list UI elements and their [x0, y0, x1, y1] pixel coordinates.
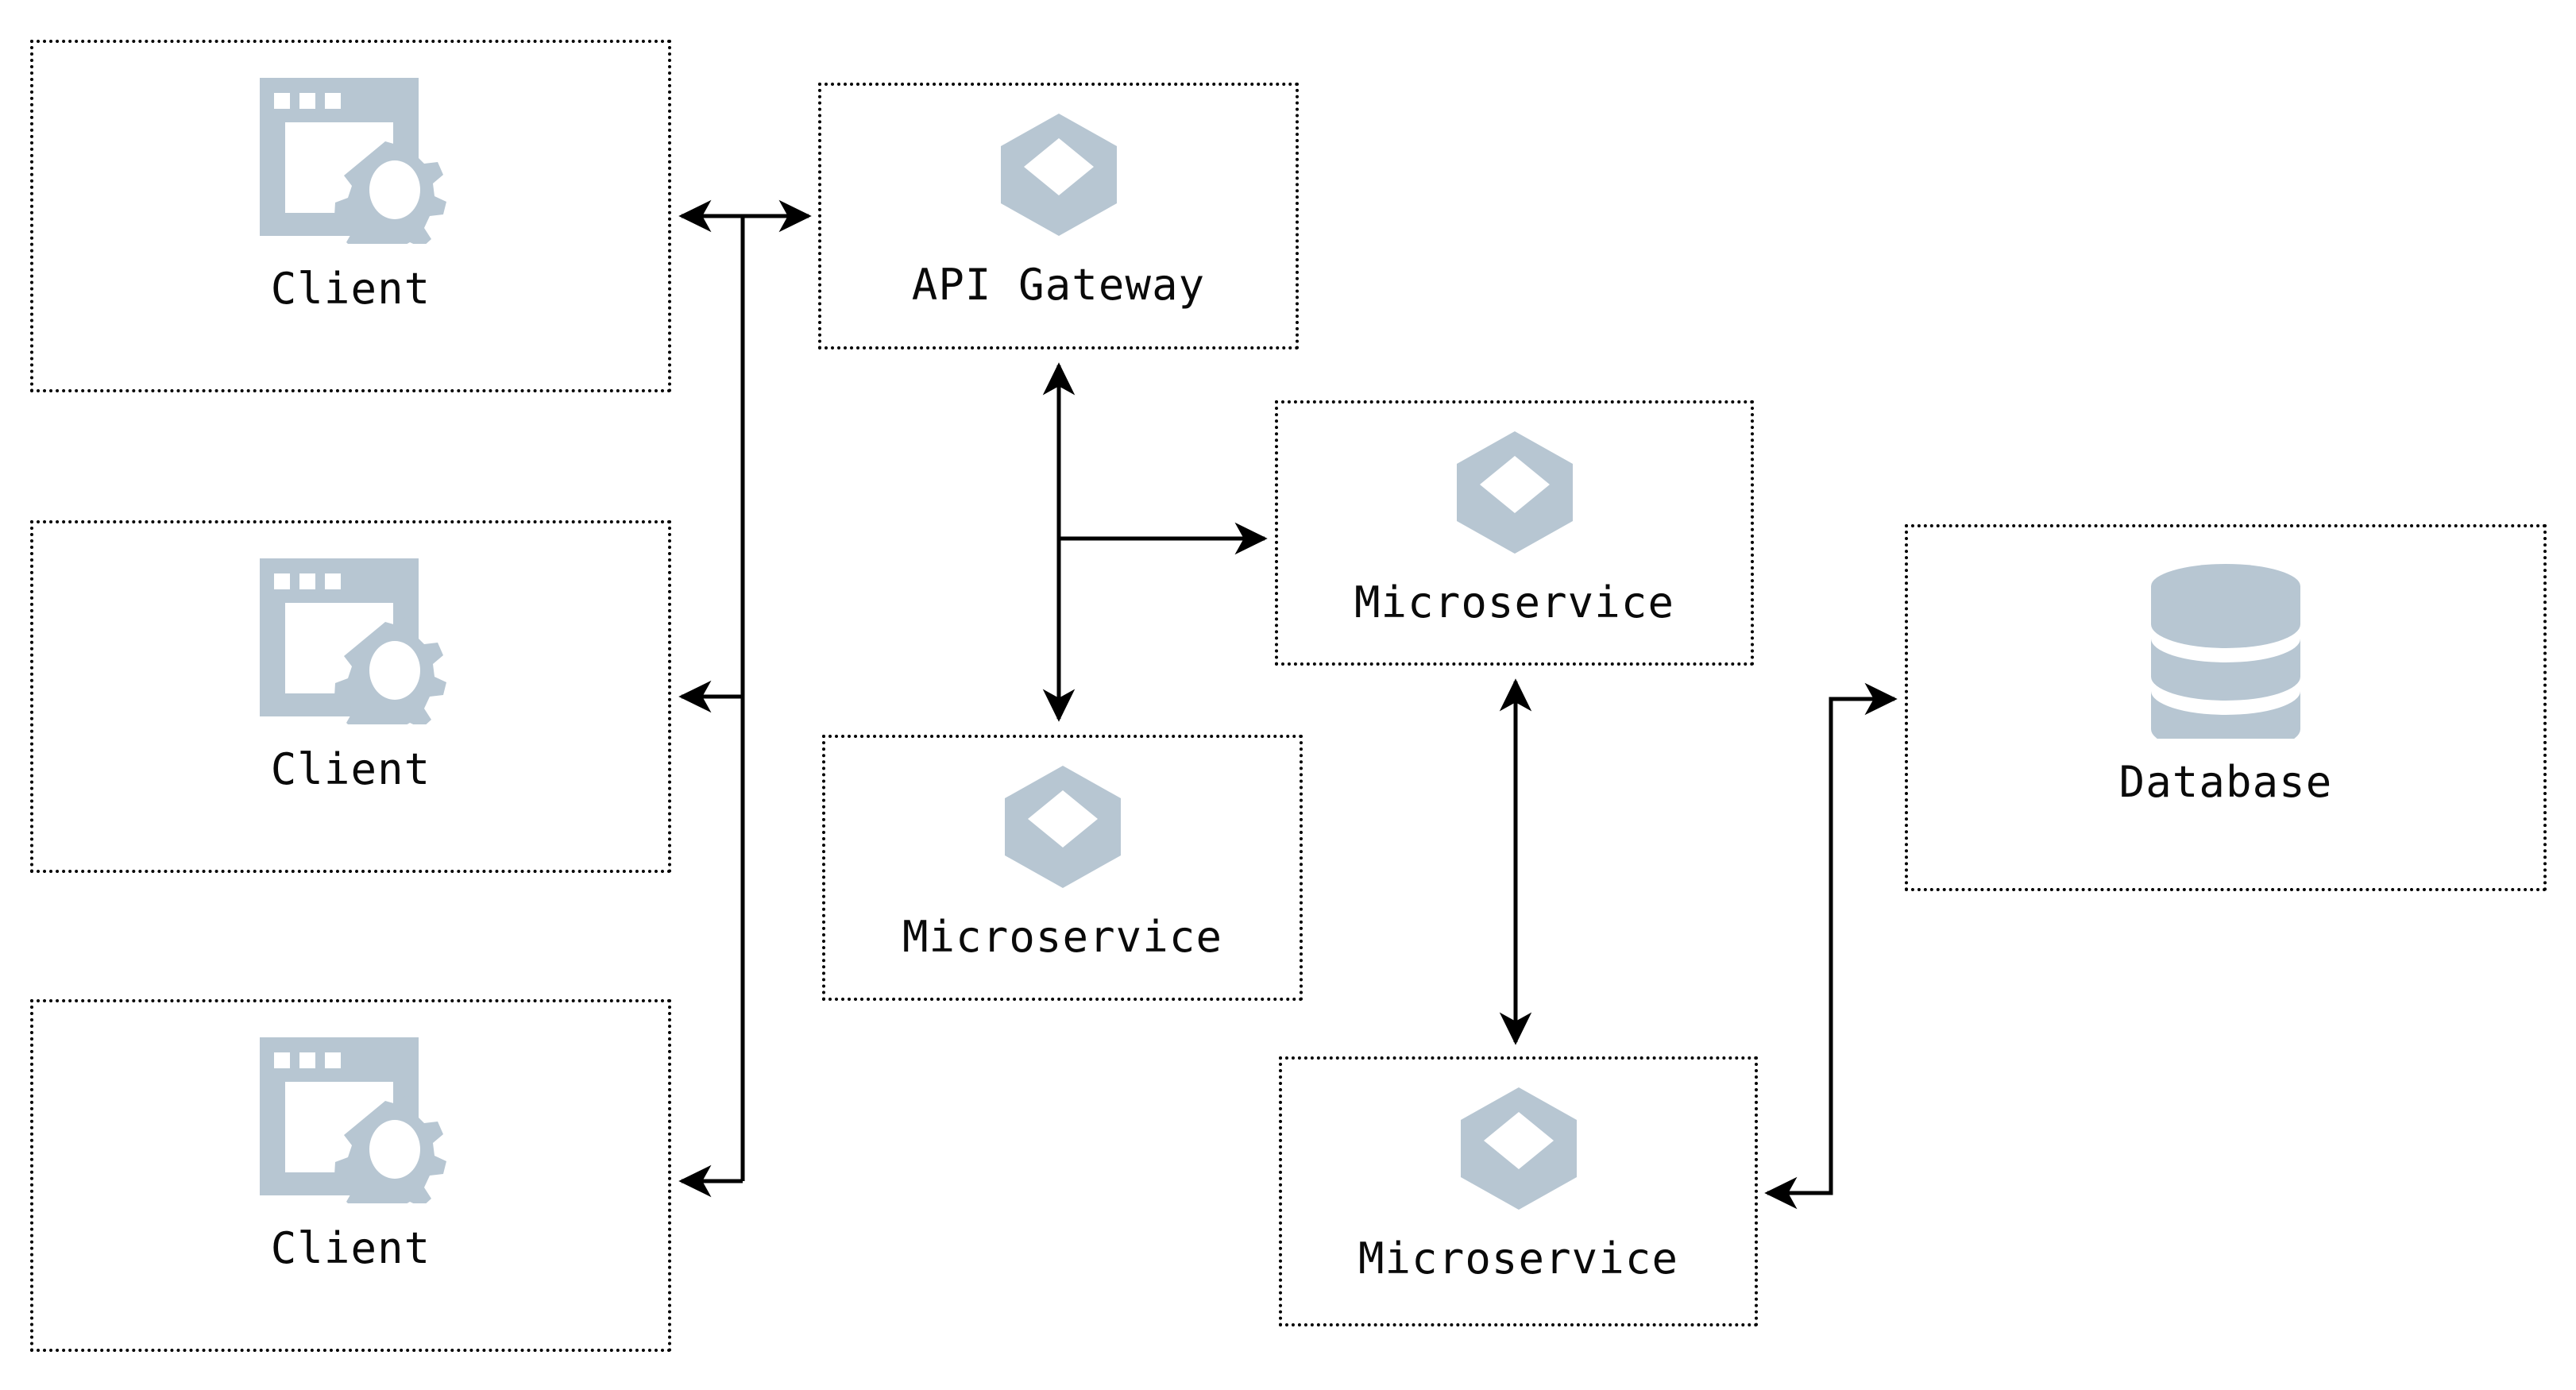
cube-hexagon-icon	[997, 111, 1121, 241]
node-label: Client	[270, 1223, 431, 1273]
node-label: Microservice	[1358, 1234, 1679, 1284]
cube-hexagon-icon	[1453, 429, 1577, 559]
cube-hexagon-icon	[1457, 1085, 1581, 1215]
browser-window-gear-icon	[252, 73, 450, 262]
node-database[interactable]: Database	[1905, 524, 2547, 891]
node-client-3[interactable]: Client	[30, 999, 671, 1352]
node-label: Client	[270, 264, 431, 314]
node-client-1[interactable]: Client	[30, 40, 671, 392]
node-label: Database	[2118, 757, 2333, 807]
edge-client-bus	[678, 199, 812, 1198]
edge-gateway-services	[1042, 362, 1268, 722]
node-microservice-1[interactable]: Microservice	[1275, 400, 1754, 666]
browser-window-gear-icon	[252, 554, 450, 743]
node-label: Microservice	[1354, 577, 1675, 627]
browser-window-gear-icon	[252, 1033, 450, 1222]
node-label: Client	[270, 744, 431, 794]
edge-service-database	[1764, 682, 1898, 1210]
cube-hexagon-icon	[1001, 763, 1125, 894]
node-microservice-3[interactable]: Microservice	[1279, 1056, 1758, 1326]
node-client-2[interactable]: Client	[30, 520, 671, 873]
node-api-gateway[interactable]: API Gateway	[818, 83, 1299, 349]
node-label: API Gateway	[911, 260, 1206, 310]
database-cylinder-icon	[2148, 564, 2304, 753]
node-microservice-2[interactable]: Microservice	[822, 735, 1303, 1001]
node-label: Microservice	[902, 912, 1223, 962]
